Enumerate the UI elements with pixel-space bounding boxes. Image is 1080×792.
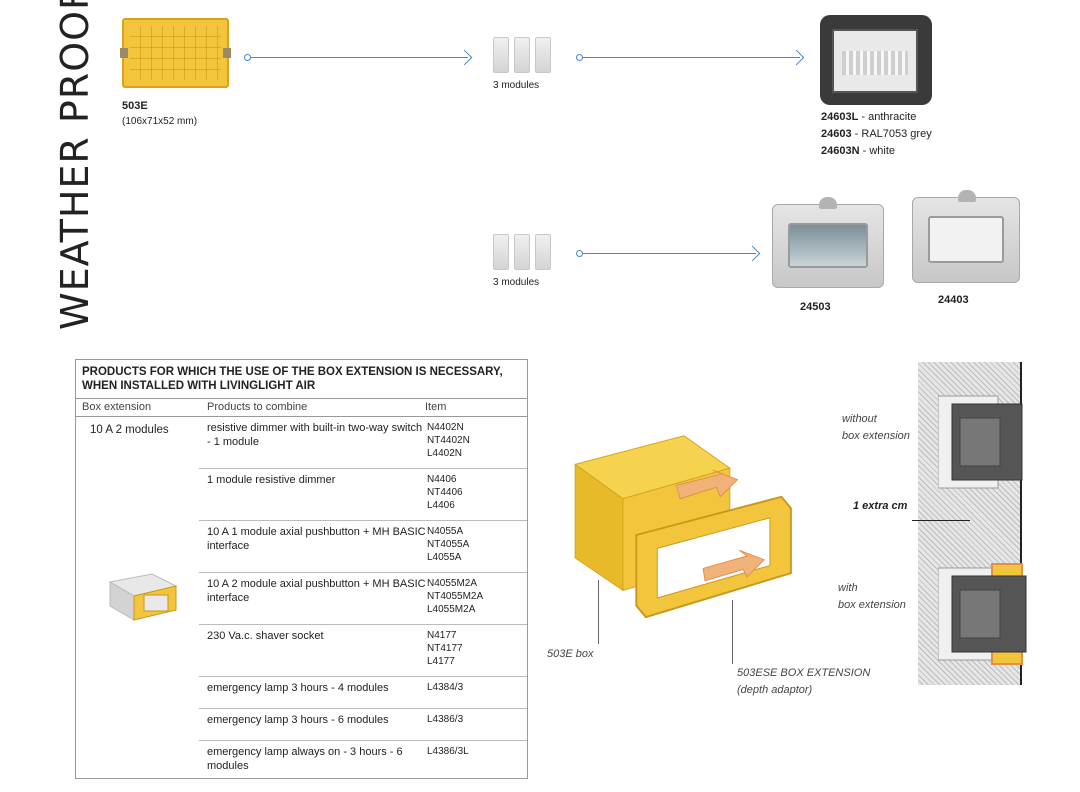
box-24503-code: 24503 [800,301,831,313]
table-row: 10 A 1 module axial pushbutton + MH BASI… [199,521,527,573]
modules-label: 3 modules [493,277,540,288]
table-row: emergency lamp 3 hours - 6 modules L4386… [199,709,527,741]
cover-24603-image [820,15,932,105]
cover-product-line: 24603 - RAL7053 grey [821,128,932,140]
box-24503-image [772,197,884,288]
header-item: Item [425,401,447,413]
box-503e-label: 503E box [547,648,594,660]
table-row: 230 Va.c. shaver socket N4177 NT4177 L41… [199,625,527,677]
header-box-extension: Box extension [82,401,152,413]
table-row: resistive dimmer with built-in two-way s… [199,417,527,469]
with-label: with [838,582,858,594]
extension-sublabel: (depth adaptor) [737,684,813,696]
box-503e-dims: (106x71x52 mm) [122,116,198,127]
box-503e-extension-illustration [574,435,792,619]
extra-dimension-line [912,520,970,521]
box-extension-image [108,573,178,621]
category-label: 10 A 2 modules [90,424,169,436]
without-label: without [842,413,877,425]
cover-product-line: 24603L - anthracite [821,111,917,123]
table-row: 1 module resistive dimmer N4406 NT4406 L… [199,469,527,521]
arrow-icon [576,54,800,61]
leader-line [598,580,599,644]
box-24403-code: 24403 [938,294,969,306]
without-label: box extension [842,430,910,442]
table-title: PRODUCTS FOR WHICH THE USE OF THE BOX EX… [82,366,503,392]
box-extension-table: PRODUCTS FOR WHICH THE USE OF THE BOX EX… [75,359,528,779]
cover-product-line: 24603N - white [821,145,896,157]
arrow-icon [576,250,756,257]
with-label: box extension [838,599,906,611]
wall-section-diagram [918,362,1027,685]
modules-image [493,234,551,270]
arrow-icon [244,54,468,61]
box-503e-image [120,18,231,88]
header-products: Products to combine [207,401,308,413]
leader-line [732,600,733,664]
modules-label: 3 modules [493,80,540,91]
extra-cm-label: 1 extra cm [853,500,908,512]
modules-image [493,37,551,73]
extension-label: 503ESE BOX EXTENSION [737,667,871,679]
box-24403-image [912,190,1020,283]
table-row: 10 A 2 module axial pushbutton + MH BASI… [199,573,527,625]
table-row: emergency lamp always on - 3 hours - 6 m… [207,746,469,772]
table-row: emergency lamp 3 hours - 4 modules L4384… [199,677,527,709]
vertical-title: WEATHER PROOF [53,0,97,330]
box-503e-code: 503E [122,100,148,112]
